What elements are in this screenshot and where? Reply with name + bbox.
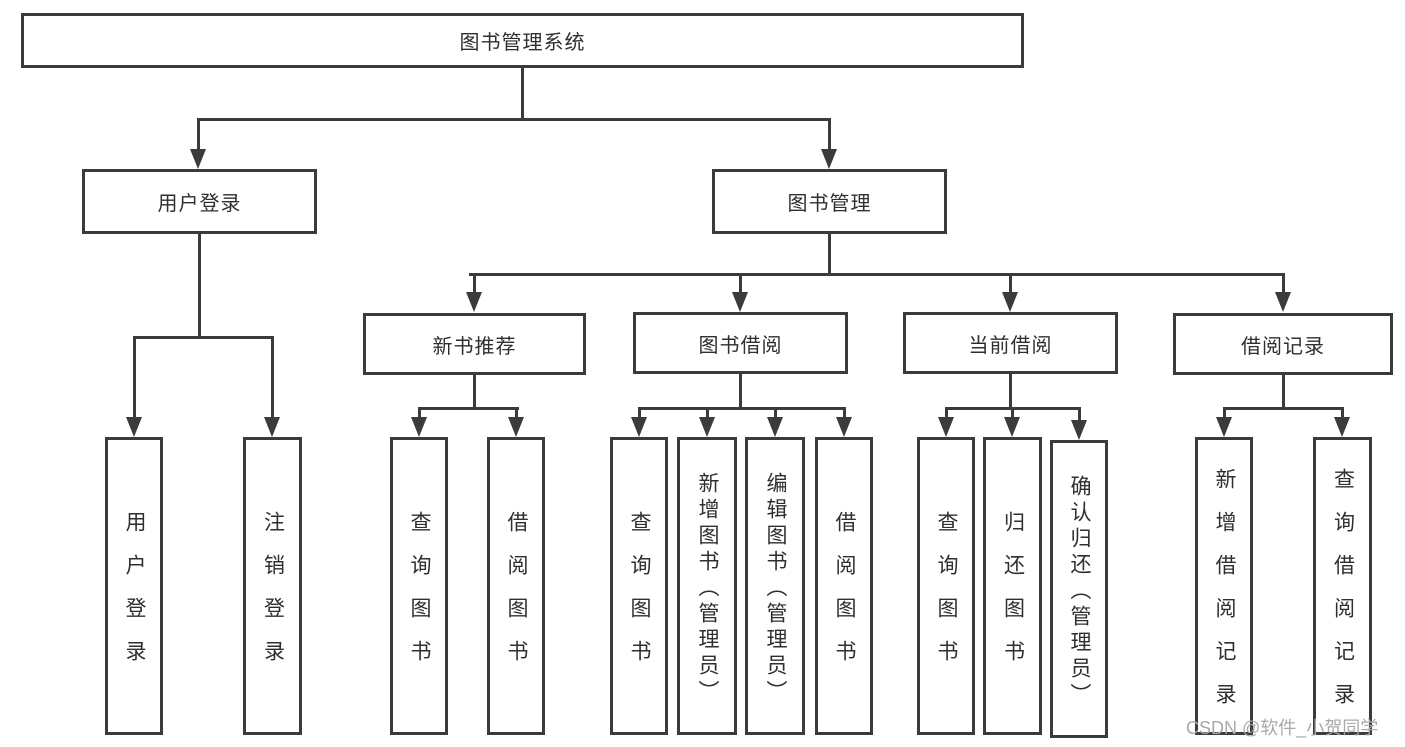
connector-line — [1282, 273, 1285, 294]
arrowhead — [836, 417, 852, 437]
connector-line — [638, 407, 641, 419]
arrowhead — [508, 417, 524, 437]
leaf-add-borrow-record: 新增借阅记录 — [1195, 437, 1253, 735]
arrowhead — [699, 417, 715, 437]
leaf-query-books-borrowing: 查询图书 — [610, 437, 668, 735]
connector-line — [828, 118, 831, 151]
leaf-return-books: 归还图书 — [983, 437, 1042, 735]
connector-line — [1282, 375, 1285, 409]
node-library-management-system: 图书管理系统 — [21, 13, 1024, 68]
connector-line — [739, 273, 742, 294]
arrowhead — [1334, 417, 1350, 437]
connector-line — [706, 407, 709, 419]
arrowhead — [732, 292, 748, 312]
connector-line — [473, 273, 476, 294]
connector-line — [1223, 407, 1226, 419]
leaf-edit-books-admin: 编辑图书（管理员） — [745, 437, 805, 735]
connector-line — [828, 234, 831, 275]
connector-line — [1009, 374, 1012, 409]
arrowhead — [1002, 292, 1018, 312]
connector-line — [945, 407, 948, 419]
connector-line — [418, 407, 519, 410]
leaf-query-borrow-record: 查询借阅记录 — [1313, 437, 1372, 735]
connector-line — [198, 234, 201, 338]
leaf-query-books-recommend: 查询图书 — [390, 437, 448, 735]
connector-line — [1011, 407, 1014, 419]
connector-line — [1009, 273, 1012, 294]
connector-line — [197, 118, 200, 151]
node-borrowing-records: 借阅记录 — [1173, 313, 1393, 375]
connector-line — [197, 118, 831, 121]
leaf-borrow-books-borrowing: 借阅图书 — [815, 437, 873, 735]
node-new-book-recommendation: 新书推荐 — [363, 313, 586, 375]
node-book-management: 图书管理 — [712, 169, 947, 234]
leaf-logout: 注销登录 — [243, 437, 302, 735]
node-current-borrowing: 当前借阅 — [903, 312, 1118, 374]
connector-line — [739, 374, 742, 409]
connector-line — [133, 336, 136, 419]
connector-line — [133, 336, 274, 339]
connector-line — [774, 407, 777, 419]
arrowhead — [190, 149, 206, 169]
connector-line — [515, 407, 518, 419]
csdn-watermark: CSDN @软件_小贺同学 — [1186, 718, 1379, 738]
arrowhead — [938, 417, 954, 437]
arrowhead — [411, 417, 427, 437]
arrowhead — [821, 149, 837, 169]
arrowhead — [767, 417, 783, 437]
connector-line — [473, 375, 476, 409]
connector-line — [418, 407, 421, 419]
arrowhead — [126, 417, 142, 437]
leaf-confirm-return-admin: 确认归还（管理员） — [1050, 440, 1108, 738]
arrowhead — [466, 292, 482, 312]
leaf-add-books-admin: 新增图书（管理员） — [677, 437, 737, 735]
leaf-query-books-current: 查询图书 — [917, 437, 975, 735]
arrowhead — [1004, 417, 1020, 437]
arrowhead — [1275, 292, 1291, 312]
connector-line — [1078, 407, 1081, 422]
node-book-borrowing: 图书借阅 — [633, 312, 848, 374]
arrowhead — [1071, 420, 1087, 440]
connector-line — [1223, 407, 1344, 410]
leaf-borrow-books-recommend: 借阅图书 — [487, 437, 545, 735]
leaf-user-login: 用户登录 — [105, 437, 163, 735]
connector-line — [843, 407, 846, 419]
arrowhead — [631, 417, 647, 437]
connector-line — [469, 273, 1285, 276]
connector-line — [271, 336, 274, 419]
connector-line — [638, 407, 846, 410]
connector-line — [521, 68, 524, 120]
connector-line — [1341, 407, 1344, 419]
arrowhead — [1216, 417, 1232, 437]
arrowhead — [264, 417, 280, 437]
node-user-login: 用户登录 — [82, 169, 317, 234]
